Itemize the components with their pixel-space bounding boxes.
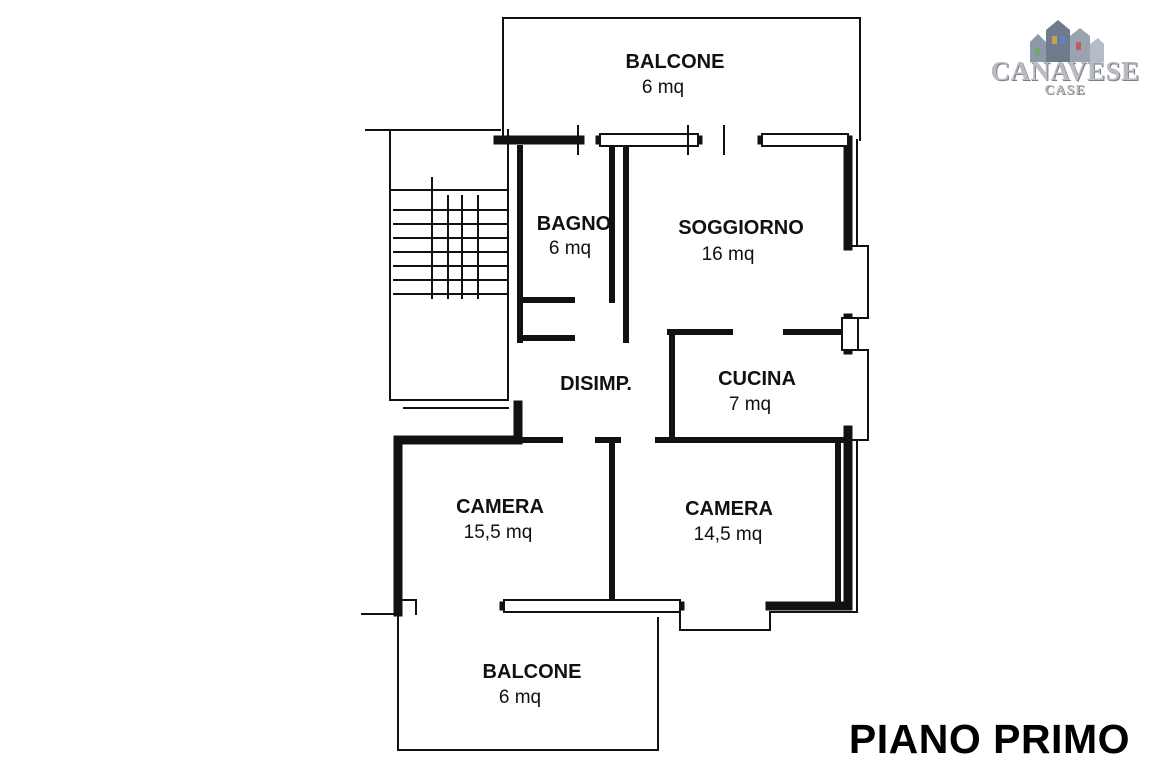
disimpegno-name: DISIMP.: [560, 373, 632, 395]
camera-left-area: 15,5 mq: [463, 522, 533, 543]
stairwell: [365, 129, 509, 409]
floor-title: PIANO PRIMO: [848, 716, 1130, 762]
soggiorno-name: SOGGIORNO: [678, 217, 804, 239]
camera-right-name: CAMERA: [685, 498, 773, 520]
balcone-bottom-area: 6 mq: [498, 687, 542, 708]
logo-name: CANAVESE: [990, 56, 1140, 86]
logo: CANAVESE CASE: [990, 18, 1140, 102]
bagno-name: BAGNO: [536, 213, 612, 235]
soggiorno-area: 16 mq: [701, 244, 755, 265]
camera-right-area: 14,5 mq: [693, 524, 763, 545]
cucina-name: CUCINA: [718, 368, 796, 390]
cucina-area: 7 mq: [728, 394, 772, 415]
camera-left-name: CAMERA: [456, 496, 544, 518]
windows: [503, 125, 859, 613]
balcone-top-area: 6 mq: [641, 77, 685, 98]
bagno-area: 6 mq: [548, 238, 592, 259]
balcony-bottom-outline: [397, 611, 659, 751]
houses-icon: [1030, 20, 1104, 62]
balcone-bottom-name: BALCONE: [482, 661, 582, 683]
balcone-top-name: BALCONE: [625, 51, 725, 73]
logo-subtitle: CASE: [1044, 83, 1086, 98]
balcony-top-outline: [502, 17, 861, 141]
interior-walls: [515, 145, 851, 603]
